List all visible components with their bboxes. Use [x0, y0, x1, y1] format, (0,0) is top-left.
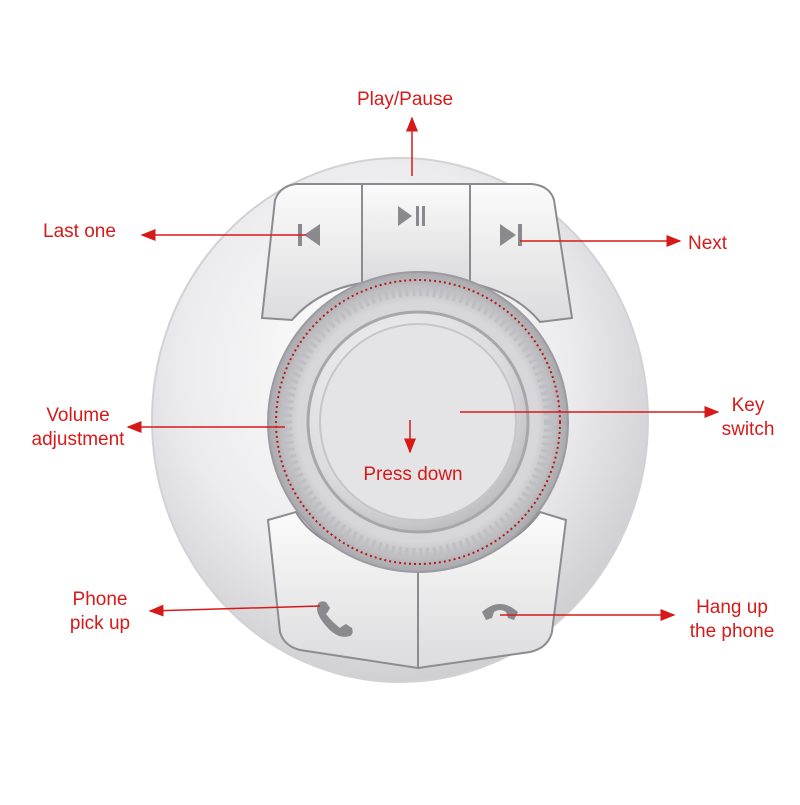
knob-face — [319, 323, 517, 521]
hang-up-label-line1: Hang up — [696, 597, 768, 618]
play-pause-icon — [398, 206, 425, 226]
skip-next-icon — [500, 224, 522, 246]
press-down-label: Press down — [363, 464, 463, 485]
key-switch-label-line2: switch — [721, 419, 775, 440]
last-one-label: Last one — [43, 221, 116, 242]
key-switch-label: Key switch — [706, 394, 790, 442]
next-label: Next — [688, 233, 728, 254]
volume-label: Volume adjustment — [16, 404, 140, 452]
hang-up-label: Hang up the phone — [676, 596, 788, 644]
volume-ring-accent — [275, 279, 561, 565]
phone-pickup-icon — [317, 601, 353, 637]
key-switch-label-line1: Key — [731, 395, 765, 416]
phone-hangup-icon — [482, 604, 518, 620]
volume-label-line1: Volume — [46, 405, 110, 426]
phone-pickup-label-line1: Phone — [72, 589, 128, 610]
volume-ring-knurl — [280, 284, 556, 560]
play-pause-button — [361, 183, 471, 285]
next-button — [469, 183, 574, 324]
play-pause-label: Play/Pause — [356, 89, 454, 110]
hang-up-label-line2: the phone — [689, 621, 775, 642]
phone-pickup-label: Phone pick up — [50, 588, 150, 636]
phone-pickup-arrow — [148, 604, 321, 617]
volume-label-line2: adjustment — [31, 429, 125, 450]
phone-pickup-label-line2: pick up — [69, 613, 131, 634]
